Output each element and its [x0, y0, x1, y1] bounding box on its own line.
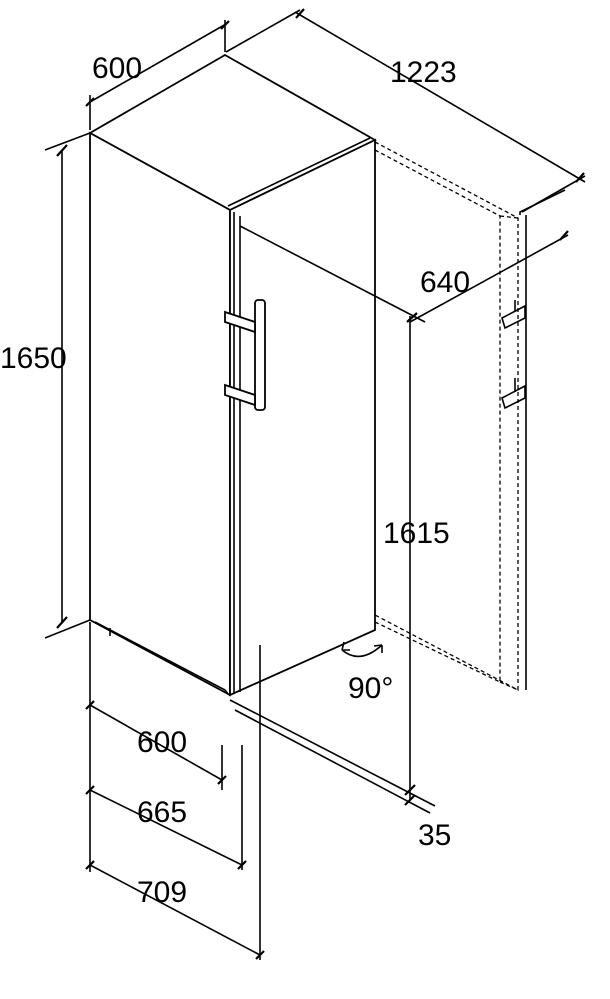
label-depth-body: 600 [137, 726, 187, 759]
label-top-width: 600 [92, 52, 142, 85]
door-handle [224, 299, 266, 411]
fridge-body [88, 53, 377, 697]
label-depth-with-handle: 709 [137, 876, 187, 909]
label-door-angle: 90° [348, 672, 393, 705]
label-door-clearance: 640 [420, 266, 470, 299]
label-depth-with-door: 665 [137, 796, 187, 829]
wall-bracket [501, 189, 566, 690]
label-total-height: 1650 [0, 342, 67, 375]
dimension-lines [44, 8, 586, 960]
label-open-depth: 1223 [390, 56, 457, 89]
label-floor-offset: 35 [418, 819, 451, 852]
open-door-outline [374, 141, 519, 692]
label-door-height: 1615 [383, 517, 450, 550]
